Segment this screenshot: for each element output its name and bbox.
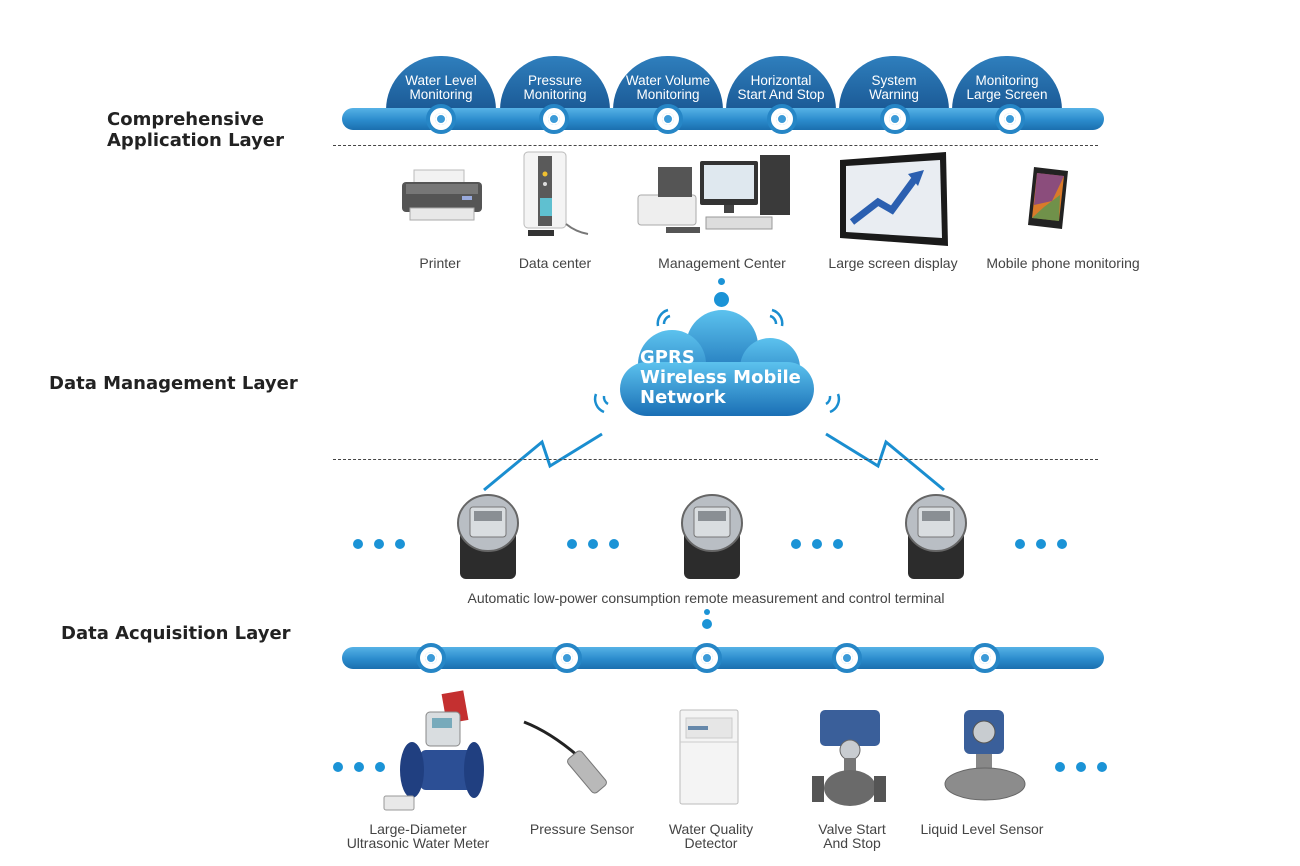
bus-node [767,104,797,134]
network-label-line1: GPRS [640,347,695,368]
sensor-label-line2: Ultrasonic Water Meter [346,835,490,851]
bus-node [970,643,1000,673]
ellipsis-dot [1097,762,1107,772]
server-icon [523,151,589,236]
app-label-line1: Horizontal [750,73,812,88]
app-label-line2: Warning [869,87,919,102]
bus-node [995,104,1025,134]
terminal-device-icon [457,494,519,579]
application-layer-label-line2: Application Layer [107,130,284,151]
bus-node [832,643,862,673]
app-label-line2: Large Screen [966,87,1048,102]
app-monitoring-large-screen: Monitoring Large Screen [952,56,1062,110]
app-label-line1: Monitoring [975,73,1039,88]
terminal-caption: Automatic low-power consumption remote m… [467,590,945,606]
bus-node [552,643,582,673]
ellipsis-dot [1015,539,1025,549]
device-label-printer: Printer [419,255,461,271]
sensor-label-line1: Pressure Sensor [529,821,635,837]
device-label-large-screen: Large screen display [828,255,958,271]
wireless-signal-left-icon [483,432,603,492]
ellipsis-dot [1055,762,1065,772]
app-label-line2: Start And Stop [737,87,825,102]
connector-dot [704,609,710,615]
app-system-warning: System Warning [839,56,949,110]
connector-dot [714,292,729,307]
app-water-volume-monitoring: Water Volume Monitoring [613,56,723,110]
ellipsis-dot [609,539,619,549]
app-pressure-monitoring: Pressure Monitoring [500,56,610,110]
management-layer-label: Data Management Layer [49,373,298,394]
app-label-line2: Monitoring [409,87,473,102]
sensor-label-water-meter: Large-Diameter Ultrasonic Water Meter [328,822,508,850]
app-label-line1: Water Level [405,73,477,88]
acquisition-bus-bar [342,647,1104,669]
app-horizontal-start-stop: Horizontal Start And Stop [726,56,836,110]
terminal-device-icon [681,494,743,579]
sensor-label-line1: Large-Diameter [369,821,467,837]
device-label-mobile-phone: Mobile phone monitoring [986,255,1140,271]
ellipsis-dot [333,762,343,772]
computer-icon [637,155,790,233]
application-bus-bar [342,108,1104,130]
network-label: GPRS Wireless Mobile Network [640,348,801,408]
ellipsis-dot [791,539,801,549]
bus-node [880,104,910,134]
layer-divider [333,459,1098,460]
app-label-line2: Monitoring [636,87,700,102]
app-label-line2: Monitoring [523,87,587,102]
sensor-label-liquid-level: Liquid Level Sensor [907,822,1057,836]
water-quality-detector-icon [679,709,739,805]
pressure-sensor-icon [523,720,607,794]
app-label-line1: Pressure [527,73,583,88]
sensor-label-pressure-sensor: Pressure Sensor [512,822,652,836]
bus-node [653,104,683,134]
connector-dot [718,278,725,285]
bus-node [416,643,446,673]
network-label-line3: Network [640,387,726,408]
app-water-level-monitoring: Water Level Monitoring [386,56,496,110]
sensor-label-line1: Water Quality [668,821,754,837]
wireless-signal-right-icon [825,432,945,492]
liquid-level-sensor-icon [944,710,1026,801]
app-label-line1: System [871,73,917,88]
connector-dot [702,619,712,629]
large-screen-icon [840,152,948,246]
network-label-line2: Wireless Mobile [640,367,801,388]
ellipsis-dot [374,539,384,549]
sensor-label-line2: Detector [684,835,738,851]
layer-divider [333,145,1098,146]
mobile-phone-icon [1028,167,1068,229]
printer-icon [402,169,482,221]
valve-icon [812,710,886,806]
bus-node [539,104,569,134]
ellipsis-dot [833,539,843,549]
sensor-label-line1: Valve Start [818,821,886,837]
sensor-label-line2: And Stop [823,835,881,851]
device-label-management-center: Management Center [658,255,786,271]
terminal-device-icon [905,494,967,579]
sensor-label-line1: Liquid Level Sensor [920,821,1044,837]
cloud-network-icon [593,308,841,416]
ellipsis-dot [1076,762,1086,772]
application-layer-label: Comprehensive Application Layer [107,109,284,151]
bus-node [692,643,722,673]
application-layer-label-line1: Comprehensive [107,109,264,130]
app-label-line1: Water Volume [625,73,711,88]
sensor-label-water-quality: Water Quality Detector [651,822,771,850]
ellipsis-dot [588,539,598,549]
ellipsis-dot [1036,539,1046,549]
ellipsis-dot [353,539,363,549]
ellipsis-dot [1057,539,1067,549]
sensor-label-valve: Valve Start And Stop [792,822,912,850]
acquisition-layer-label: Data Acquisition Layer [61,623,291,644]
ellipsis-dot [375,762,385,772]
ellipsis-dot [812,539,822,549]
ellipsis-dot [354,762,364,772]
ellipsis-dot [567,539,577,549]
ellipsis-dot [395,539,405,549]
device-label-data-center: Data center [518,255,592,271]
bus-node [426,104,456,134]
water-meter-icon [383,690,484,811]
